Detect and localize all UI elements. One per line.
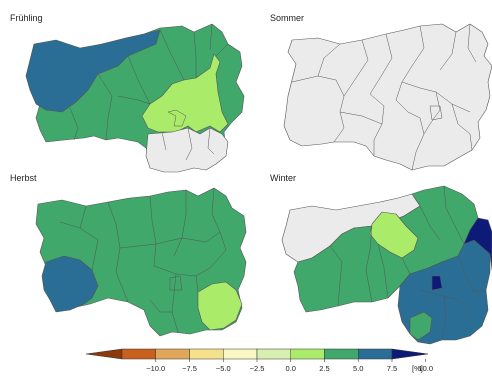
legend-bin (155, 348, 190, 360)
legend-tick-label: 7.5 (387, 364, 397, 373)
region-spring-northwest (25, 29, 161, 113)
legend-bin (189, 348, 224, 360)
panel-spring: Frühling (10, 13, 245, 173)
panel-autumn: Herbst (10, 173, 247, 337)
region-autumn-southeast (197, 281, 243, 331)
panel-title-summer: Sommer (270, 13, 304, 23)
legend-unit: [%] (412, 364, 423, 373)
legend-tick-label: −10.0 (146, 364, 165, 373)
legend-bin (324, 348, 359, 360)
legend-arrow-high (391, 348, 429, 360)
panel-title-winter: Winter (270, 173, 296, 183)
region-winter-city (431, 275, 443, 291)
legend-tick-label: −2.5 (250, 364, 265, 373)
legend-tick-label: 0.0 (286, 364, 296, 373)
region-winter-east (463, 217, 492, 271)
legend-bin (121, 348, 156, 360)
legend-tick-label: −5.0 (216, 364, 231, 373)
legend-tick-label: 5.0 (353, 364, 363, 373)
region-spring-south (145, 127, 229, 173)
region-summer-all (283, 23, 492, 171)
legend-bin (223, 348, 258, 360)
panel-winter: Winter (270, 173, 492, 345)
region-winter-south-green (409, 311, 433, 341)
legend-tick-label: 10.0 (418, 364, 433, 373)
panel-title-spring: Frühling (10, 13, 43, 23)
legend-bin (358, 348, 393, 360)
panel-summer: Sommer (270, 13, 492, 171)
legend-arrow-low (85, 348, 123, 360)
legend-tick-label: 2.5 (319, 364, 329, 373)
district-lines-autumn (59, 187, 227, 333)
legend-bin (256, 348, 291, 360)
region-autumn-southwest (41, 255, 99, 313)
region-winter-light (369, 211, 419, 259)
district-lines-spring (69, 23, 229, 161)
district-lines-winter (329, 185, 487, 341)
legend-tick-label: −7.5 (182, 364, 197, 373)
district-lines-summer (291, 23, 477, 171)
panel-title-autumn: Herbst (10, 173, 37, 183)
legend-bin (290, 348, 325, 360)
color-legend: −10.0 −7.5 −5.0 −2.5 0.0 2.5 5.0 7.5 10.0[%] (85, 348, 433, 373)
